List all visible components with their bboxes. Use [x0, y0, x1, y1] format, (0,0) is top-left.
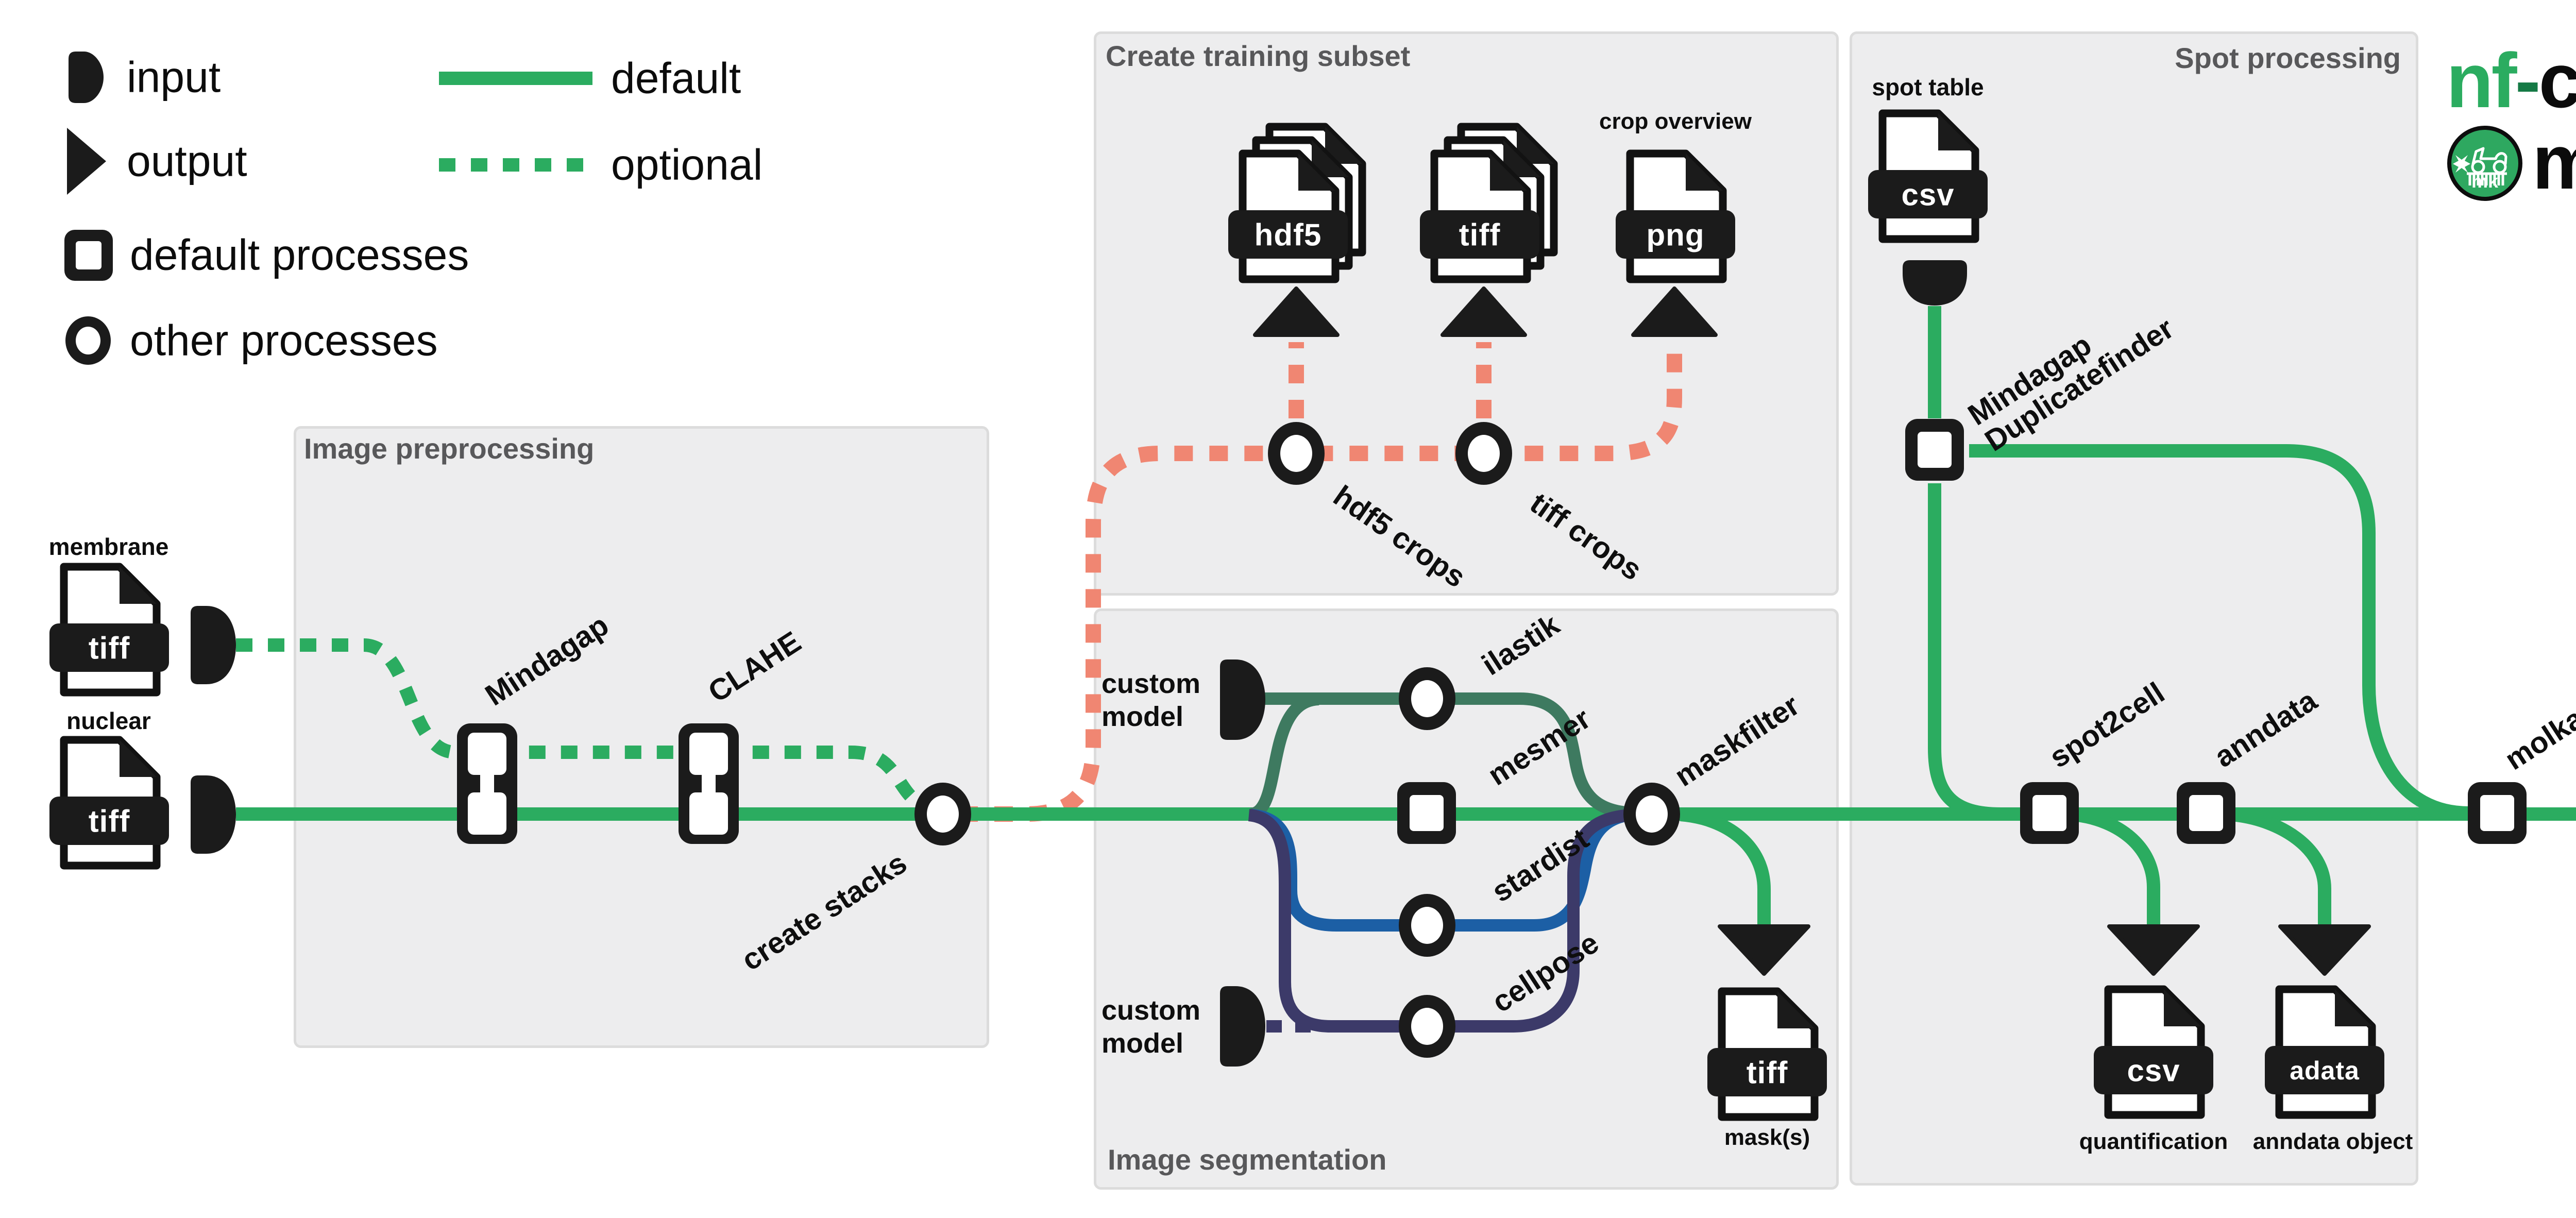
nuclear-tiff-file-icon: [49, 740, 169, 866]
label-nuclear: nuclear: [66, 707, 151, 735]
edge-membrane-optional: [236, 638, 925, 810]
node-anndata: [2177, 782, 2235, 844]
quantification-output-icon: [2107, 924, 2200, 976]
spot-table-file-type: csv: [1901, 177, 1955, 212]
logo-dash-part: -: [2515, 37, 2541, 124]
tiff-crops-file-type: tiff: [1459, 217, 1501, 252]
logo-molkart: molkart: [2532, 119, 2576, 205]
label-mask: mask(s): [1724, 1125, 1810, 1151]
legend-optional-line-label: optional: [611, 140, 763, 189]
hdf5-file-stack-icon: [1228, 127, 1362, 279]
label-membrane: membrane: [48, 533, 169, 561]
logo-nf-part: nf: [2446, 37, 2517, 124]
edge-anndata-to-adata: [2235, 808, 2331, 925]
nuclear-file-type: tiff: [88, 804, 130, 839]
edge-training-subset-path: [959, 342, 1682, 822]
spot-table-input-icon: [1903, 260, 1967, 306]
node-maskfilter: [1623, 783, 1680, 845]
label-spot-table: spot table: [1872, 74, 1984, 101]
hdf5-output-icon: [1253, 286, 1340, 337]
box-image-preprocessing: [294, 426, 989, 1048]
membrane-file-type: tiff: [88, 631, 130, 666]
node-molkartqc: [2468, 782, 2527, 844]
title-image-preprocessing: Image preprocessing: [304, 432, 595, 465]
edge-stardist-branch: [1250, 808, 1640, 932]
logo-core-part: core/: [2538, 37, 2576, 124]
nuclear-input-icon: [191, 775, 236, 854]
quantification-csv-file-icon: [2094, 989, 2213, 1115]
label-custom-model-top: custom model: [1101, 668, 1201, 732]
node-hdf5-crops: [1268, 422, 1325, 485]
edge-maskfilter-to-mask: [1680, 808, 1771, 924]
custom-model-top-input-icon: [1220, 659, 1265, 740]
spot-table-csv-file-icon: [1868, 113, 1988, 239]
mask-output-icon: [1718, 924, 1810, 976]
logo-nf-core: nf-core/: [2446, 36, 2576, 125]
node-mindagap: [457, 723, 517, 844]
molkart-badge-icon: [2447, 126, 2522, 201]
logo-badge-text: mk: [2471, 171, 2499, 192]
png-file-type: png: [1646, 217, 1705, 252]
legend-other-process-icon: [65, 316, 111, 365]
title-spot-processing: Spot processing: [2175, 42, 2401, 74]
legend-default-processes-label: default processes: [130, 230, 469, 279]
legend-other-processes-label: other processes: [130, 316, 438, 365]
title-image-segmentation: Image segmentation: [1108, 1143, 1387, 1176]
adata-output-icon: [2278, 924, 2371, 976]
node-tiff-crops: [1455, 422, 1512, 485]
node-mesmer: [1397, 782, 1456, 844]
label-quantification: quantification: [2079, 1129, 2228, 1155]
edge-duplicatefinder-bypass: [1969, 444, 2469, 820]
tiff-output-icon: [1440, 286, 1527, 337]
edge-ilastik-split: [1249, 693, 1320, 820]
legend-output-icon: [67, 128, 106, 195]
png-file-icon: [1616, 154, 1735, 279]
node-ilastik: [1399, 667, 1455, 730]
legend-default-process-icon: [64, 230, 113, 281]
legend-input-icon: [69, 52, 104, 103]
mask-file-type: tiff: [1746, 1055, 1788, 1090]
membrane-tiff-file-icon: [49, 567, 169, 692]
tiff-file-stack-icon: [1420, 127, 1554, 279]
legend-default-line-label: default: [611, 54, 741, 103]
node-cellpose: [1399, 995, 1455, 1058]
node-stardist: [1399, 894, 1455, 957]
edge-ilastik-branch: [1263, 692, 1638, 819]
quantification-file-type: csv: [2127, 1053, 2180, 1088]
adata-file-type: adata: [2290, 1056, 2360, 1085]
node-mindagap-duplicatefinder: [1905, 419, 1964, 481]
label-crop-overview: crop overview: [1599, 109, 1752, 134]
mask-tiff-file-icon: [1707, 991, 1827, 1117]
membrane-input-icon: [191, 606, 236, 684]
png-output-icon: [1631, 286, 1718, 337]
legend-input-label: input: [127, 53, 221, 102]
node-spot2cell: [2020, 782, 2079, 844]
node-create-stacks: [914, 783, 971, 845]
adata-file-icon: [2265, 989, 2384, 1115]
edge-cellpose-branch: [1248, 809, 1633, 1033]
node-clahe: [679, 723, 739, 844]
custom-model-bottom-input-icon: [1220, 986, 1265, 1067]
label-anndata-object: anndata object: [2252, 1129, 2413, 1155]
hdf5-file-type: hdf5: [1254, 217, 1322, 252]
label-custom-model-bottom: custom model: [1101, 995, 1201, 1059]
edge-spot2cell-to-csv: [2076, 808, 2160, 925]
legend-output-label: output: [127, 137, 247, 185]
title-create-training-subset: Create training subset: [1106, 40, 1411, 72]
edge-duplicatefinder-to-spot2cell: [1928, 483, 2002, 821]
